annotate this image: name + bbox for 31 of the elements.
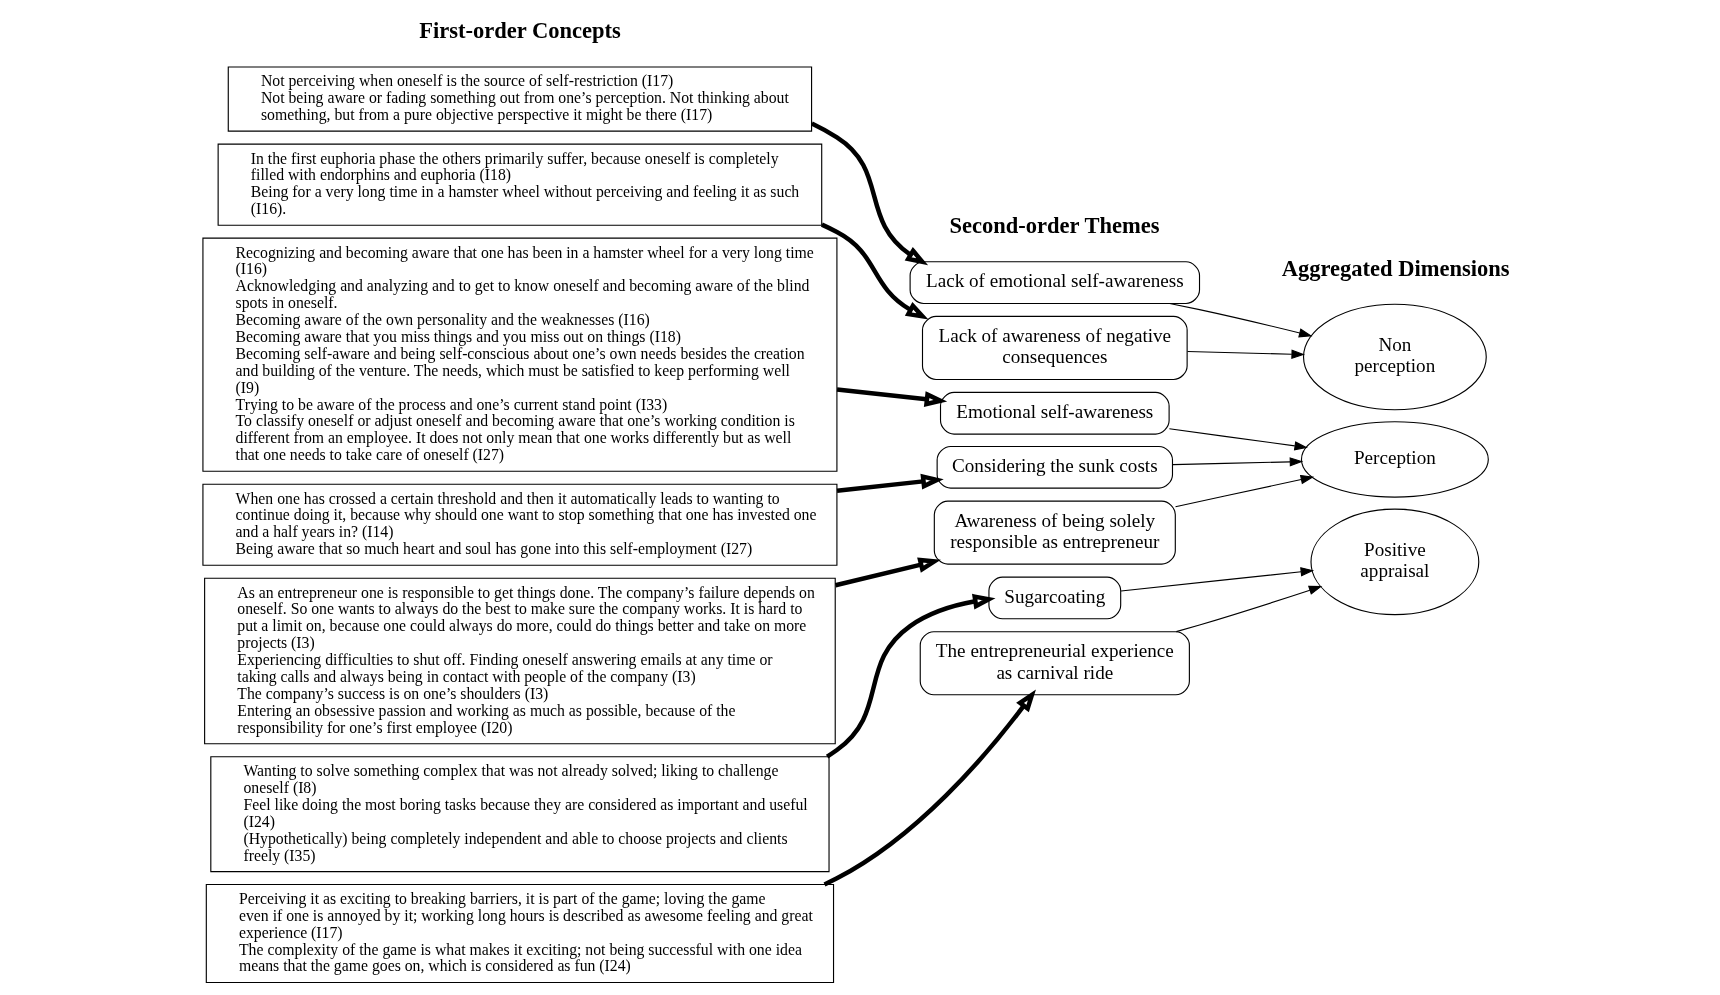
arrow [835,556,941,587]
arrow [810,121,929,265]
arrow [1174,474,1315,507]
node-box: Awareness of being solely responsible as entrepreneur [933,500,1176,565]
arrow [1120,566,1315,592]
arrow [1175,585,1323,632]
node-box: Sugarcoating [988,576,1122,619]
arrow [1186,349,1305,359]
node-box: As an entrepreneur one is responsible to get things done. The company’s failure depends on oneself. So one wants to always do the best to make sure the company works. It is hard to put a limit on, because one could always do more, could do things better and take on more projects (I3) Experiencing difficulties to shut off. Finding oneself answering emails at any time or taking calls and always being in contact with people of the company (I3) The company’s success is on one’s shoulders (I3) Entering an obsessive passion and working as much as possible, because of the responsibility for one’s first employee (I20) [204,577,836,744]
arrow [836,473,944,493]
label: Second-order Themes [949,212,1160,238]
arrow [823,688,1036,886]
node-box: Wanting to solve something complex that was not already solved; liking to challenge oneself (I8) Feel like doing the most boring tasks because they are considered as important and useful (I24) (Hypothetically) being completely independent and able to choose projects and clients freely (I35) [210,755,830,872]
arrow [820,222,929,320]
node-box: Emotional self-awareness [939,391,1170,435]
arrow [825,593,996,758]
node-ellipse: Non perception [1302,303,1487,410]
label: First-order Concepts [419,17,621,43]
node-box: The entrepreneurial experience as carnival ride [919,630,1190,695]
node-box: Lack of awareness of negative consequences [921,315,1188,380]
arrow [836,386,948,407]
node-box: Not perceiving when oneself is the source of self-restriction (I17) Not being aware or fading something out from one’s perception. Not thinking about something, but from a pure objective perspective it might be there (I17) [227,65,813,132]
arrow [1168,427,1308,451]
node-box: Lack of emotional self-awareness [909,260,1201,304]
node-box: Recognizing and becoming aware that one has been in a hamster wheel for a very long time (I16) Acknowledging and analyzing and to get to know oneself and becoming aware of the blind spots in oneself. Becoming aware of the own personality and the weaknesses (I16) Becoming aware that you miss things and you miss out on things (I18) Becoming self-aware and being self-conscious about one’s own needs besides the creation and building of the venture. The needs, which must be satisfied to keep performing well (I9) Trying to be aware of the process and one’s current stand point (I33) To classify oneself or adjust oneself and becoming aware that one’s working condition is different from an employee. It does not only mean that one works differently but as well that one needs to take care of oneself (I27) [202,237,838,472]
node-box: When one has crossed a certain threshold and then it automatically leads to wanting to continue doing it, because why should one want to stop something that one has invested one and a half years in? (I14) Being aware that so much heart and soul has gone into this self-employment (I27) [202,483,838,566]
node-box: In the first euphoria phase the others primarily suffer, because oneself is completely filled with endorphins and euphoria (I18) Being for a very long time in a hamster wheel without perceiving and feeling it as such (I16). [217,143,823,226]
arrow [1172,456,1304,467]
node-box: Considering the sunk costs [936,445,1174,489]
label: Aggregated Dimensions [1281,255,1510,281]
node-box: Perceiving it as exciting to breaking barriers, it is part of the game; loving the game even if one is annoyed by it; working long hours is described as awesome feeling and great experience (I17) The complexity of the game is what makes it exciting; not being successful with one idea means that the game goes on, which is considered as fun (I24) [205,883,835,983]
